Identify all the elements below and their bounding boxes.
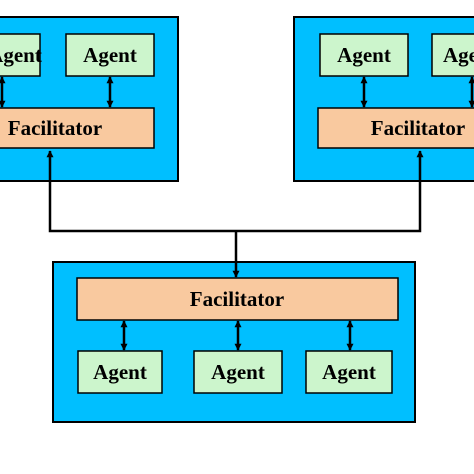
bottom-agent-3-label: Agent: [322, 360, 376, 384]
bottom-agent-3-box: [305, 350, 393, 394]
bottom-agent-2-label: Agent: [211, 360, 265, 384]
top-left-facilitator-box: [0, 107, 155, 149]
cluster-top-left: Agent Agent Facilitator: [0, 16, 179, 182]
cluster-bottom: Facilitator Agent Agent Agent: [52, 261, 416, 423]
bottom-facilitator-box: [76, 277, 399, 321]
bottom-agent-2-box: [193, 350, 283, 394]
top-right-agent-1-label: Agent: [337, 43, 391, 67]
bottom-facilitator-label: Facilitator: [190, 287, 284, 311]
bottom-agent-1-label: Agent: [93, 360, 147, 384]
top-left-agent-2-label: Agent: [83, 43, 137, 67]
top-left-agent-1-box: [0, 33, 41, 77]
bottom-agent-1-box: [77, 350, 163, 394]
top-right-agent-2-box: [431, 33, 474, 77]
top-left-agent-2-box: [65, 33, 155, 77]
cluster-top-right: Agent Agent Facilitator: [293, 16, 474, 182]
top-left-facilitator-label: Facilitator: [8, 116, 102, 140]
top-right-facilitator-label: Facilitator: [371, 116, 465, 140]
top-right-agent-2-label: Agent: [443, 43, 474, 67]
facilitator-network-bus: [46, 150, 424, 278]
top-right-agent-1-box: [319, 33, 409, 77]
top-right-facilitator-box: [317, 107, 474, 149]
top-left-agent-1-label: Agent: [0, 43, 42, 67]
